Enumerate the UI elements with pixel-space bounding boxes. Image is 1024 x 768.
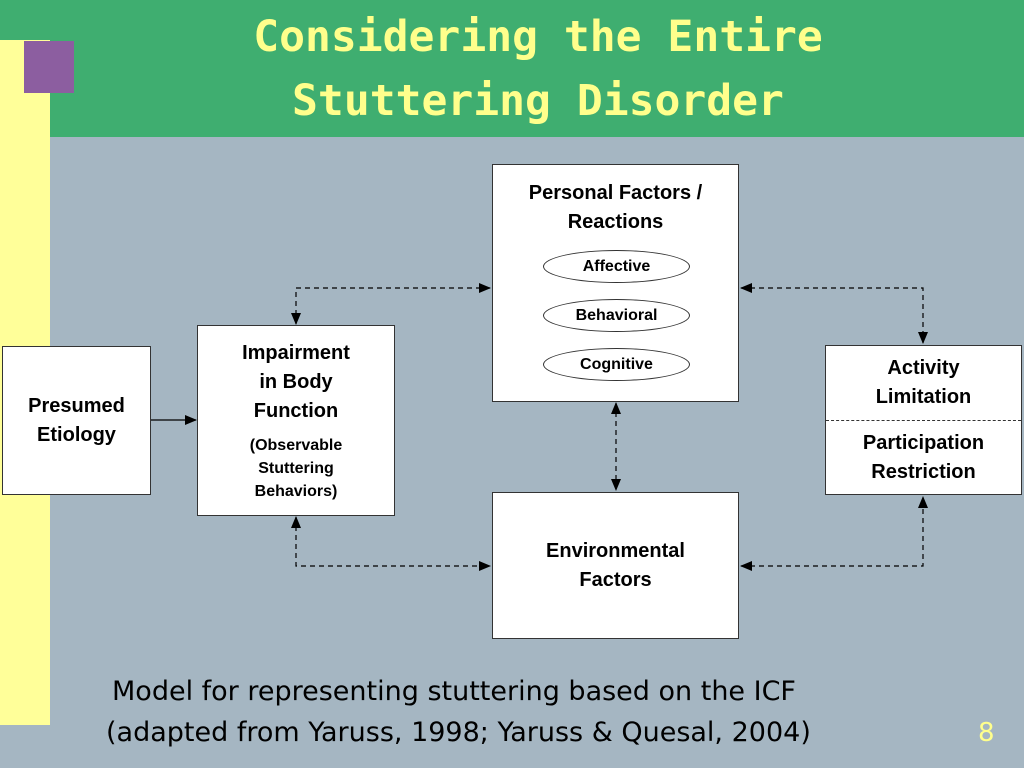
- personal-label-line: Reactions: [567, 211, 664, 233]
- environmental-label-line: Factors: [579, 568, 652, 591]
- activity-limitation-section: Activity Limitation: [826, 346, 1021, 421]
- caption-line-1: Model for representing stuttering based …: [112, 676, 796, 707]
- environmental-label-line: Environmental: [546, 539, 685, 562]
- personal-label-line: Personal Factors /: [528, 182, 703, 204]
- impairment-label-line: in Body: [259, 371, 333, 393]
- personal-factors-box: Personal Factors / Reactions Affective B…: [492, 164, 739, 402]
- cognitive-oval: Cognitive: [543, 348, 690, 381]
- accent-square: [24, 41, 74, 93]
- environmental-factors-box: Environmental Factors: [492, 492, 739, 639]
- presumed-etiology-box: Presumed Etiology: [2, 346, 151, 495]
- arrow-impairment-environmental: [291, 516, 491, 571]
- arrow-personal-activity: [740, 283, 928, 344]
- impairment-sublabel-line: Behaviors): [254, 483, 338, 500]
- impairment-label-line: Impairment: [242, 342, 350, 364]
- etiology-label-line: Etiology: [37, 423, 116, 446]
- etiology-label-line: Presumed: [28, 394, 125, 417]
- slide-number: 8: [978, 718, 995, 748]
- participation-label-line: Restriction: [871, 460, 976, 483]
- title-bar: [0, 0, 1024, 137]
- affective-oval: Affective: [543, 250, 690, 283]
- behavioral-oval: Behavioral: [543, 299, 690, 332]
- slide-title-line-2: Stuttering Disorder: [292, 76, 784, 126]
- arrow-environmental-activity: [740, 496, 928, 571]
- caption-line-2: (adapted from Yaruss, 1998; Yaruss & Que…: [106, 717, 811, 748]
- impairment-sublabel-line: Stuttering: [258, 460, 334, 477]
- impairment-sublabel-line: (Observable: [249, 437, 343, 454]
- slide-title-line-1: Considering the Entire: [253, 12, 823, 62]
- activity-participation-box: Activity Limitation Participation Restri…: [825, 345, 1022, 495]
- participation-label-line: Participation: [862, 431, 985, 454]
- activity-label-line: Activity: [887, 357, 960, 379]
- arrow-impairment-personal: [291, 283, 491, 325]
- activity-label-line: Limitation: [875, 386, 972, 408]
- impairment-box: Impairment in Body Function (Observable …: [197, 325, 395, 516]
- impairment-label-line: Function: [253, 400, 339, 422]
- participation-restriction-section: Participation Restriction: [826, 421, 1021, 494]
